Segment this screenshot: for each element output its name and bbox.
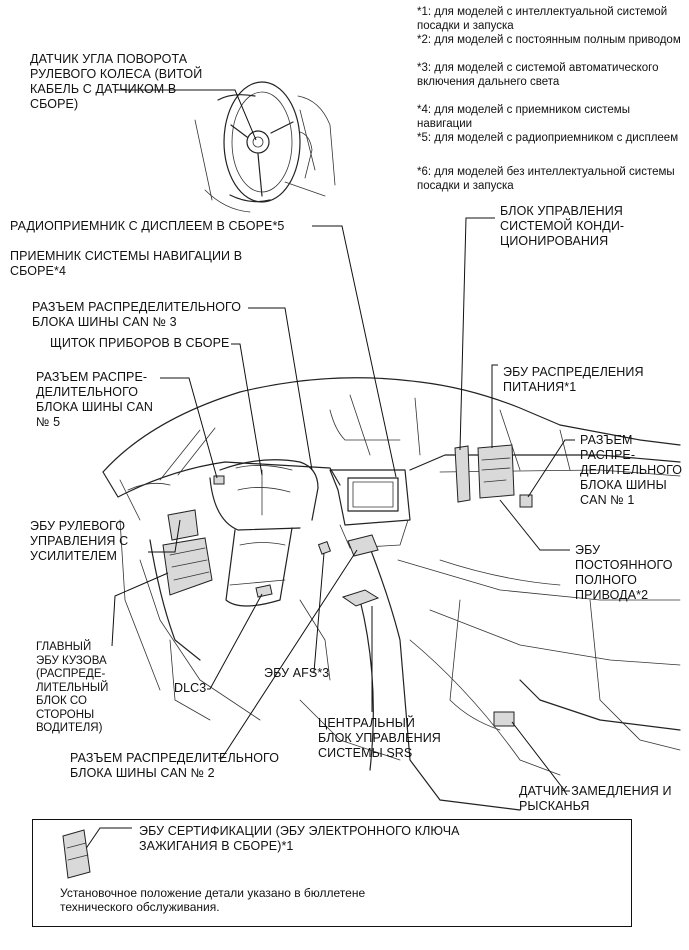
label-can-no5: РАЗЪЕМ РАСПРЕ- ДЕЛИТЕЛЬНОГО БЛОКА ШИНЫ C…	[36, 370, 154, 429]
footnote-3: *3: для моделей с системой автоматическо…	[417, 62, 659, 88]
afs-ecu-part	[317, 540, 332, 555]
srs-center-unit	[341, 589, 380, 607]
label-afs-ecu: ЭБУ AFS*3	[264, 666, 330, 680]
label-awd-ecu: ЭБУ ПОСТОЯННОГО ПОЛНОГО ПРИВОДА*2	[575, 543, 673, 602]
leader-lines	[84, 89, 575, 851]
dashboard-sketch	[102, 377, 681, 811]
legend-box	[32, 819, 632, 927]
label-combination-meter: ЩИТОК ПРИБОРОВ В СБОРЕ	[50, 336, 230, 350]
main-body-ecu-part	[162, 537, 213, 596]
yaw-rate-sensor	[493, 711, 515, 727]
label-dlc3: DLC3	[174, 681, 207, 695]
footnote-1: *1: для моделей с интеллектуальной систе…	[417, 6, 668, 32]
label-certification-ecu: ЭБУ СЕРТИФИКАЦИИ (ЭБУ ЭЛЕКТРОННОГО КЛЮЧА…	[139, 824, 460, 853]
certification-ecu-icon	[62, 829, 91, 879]
label-can-no2: РАЗЪЕМ РАСПРЕДЕЛИТЕЛЬНОГО БЛОКА ШИНЫ CAN…	[70, 751, 280, 780]
footnote-6: *6: для моделей без интеллектуальной сис…	[417, 166, 675, 192]
power-dist-ecu	[477, 444, 515, 499]
label-main-body-ecu: ГЛАВНЫЙ ЭБУ КУЗОВА (РАСПРЕДЕ- ЛИТЕЛЬНЫЙ …	[36, 641, 109, 734]
label-srs-center: ЦЕНТРАЛЬНЫЙ БЛОК УПРАВЛЕНИЯ СИСТЕМЫ SRS	[318, 716, 441, 760]
footnote-5: *5: для моделей с радиоприемником с дисп…	[417, 132, 679, 144]
label-power-dist-ecu: ЭБУ РАСПРЕДЕЛЕНИЯ ПИТАНИЯ*1	[503, 365, 644, 394]
label-steering-angle-sensor: ДАТЧИК УГЛА ПОВОРОТА РУЛЕВОГО КОЛЕСА (ВИ…	[30, 52, 203, 111]
can-no1-connector	[519, 494, 533, 508]
footnote-4: *4: для моделей с приемником системы нав…	[417, 104, 630, 130]
label-nav-receiver: ПРИЕМНИК СИСТЕМЫ НАВИГАЦИИ В СБОРЕ*4	[10, 249, 243, 278]
label-eps-ecu: ЭБУ РУЛЕВОГО УПРАВЛЕНИЯ С УСИЛИТЕЛЕМ	[30, 519, 129, 563]
ac-control-unit	[454, 445, 471, 503]
dlc3-connector	[255, 584, 273, 598]
can-no2-connector	[347, 534, 379, 557]
eps-ecu-part	[167, 509, 199, 541]
footnote-2: *2: для моделей с постоянным полным прив…	[417, 34, 681, 46]
label-yaw-sensor: ДАТЧИК ЗАМЕДЛЕНИЯ И РЫСКАНЬЯ	[519, 784, 672, 813]
steering-wheel-detail	[194, 81, 336, 213]
label-can-no3: РАЗЪЕМ РАСПРЕДЕЛИТЕЛЬНОГО БЛОКА ШИНЫ CAN…	[32, 300, 242, 329]
label-ac-control: БЛОК УПРАВЛЕНИЯ СИСТЕМОЙ КОНДИ- ЦИОНИРОВ…	[500, 204, 625, 248]
label-radio-display: РАДИОПРИЕМНИК С ДИСПЛЕЕМ В СБОРЕ*5	[10, 219, 285, 233]
can-no5-connector	[213, 475, 225, 485]
label-can-no1: РАЗЪЕМ РАСПРЕ- ДЕЛИТЕЛЬНОГО БЛОКА ШИНЫ C…	[580, 433, 683, 507]
legend-note: Установочное положение детали указано в …	[60, 886, 366, 914]
